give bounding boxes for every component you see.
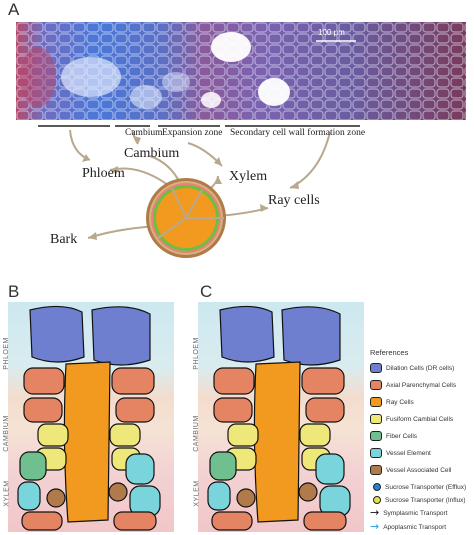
legend-label: Sucrose Transporter (Influx): [385, 496, 466, 504]
panel-b-letter: B: [8, 282, 20, 301]
micrograph: [16, 22, 466, 120]
zone-cambium-label: Cambium: [125, 128, 163, 138]
panel-a-letter: A: [8, 0, 20, 19]
cambium-label: Cambium: [124, 146, 180, 161]
transporter-dot-icon: [373, 483, 381, 491]
legend-item: Ray Cells: [370, 396, 414, 408]
panel-b-phloem-label: PHLOEM: [2, 337, 10, 370]
bark-label: Bark: [50, 232, 78, 247]
arrow-icon: →: [370, 520, 380, 533]
panel-b-xylem-label: XYLEM: [3, 480, 11, 507]
legend-label: Vessel Element: [386, 449, 431, 457]
legend-swatch: [370, 431, 382, 441]
legend-marker: Sucrose Transporter (Influx): [370, 494, 466, 506]
legend-swatch: [370, 363, 382, 373]
references-legend: References Dilation Cells (DR cells) Axia…: [370, 348, 474, 534]
legend-item: Vessel Associated Cell: [370, 464, 451, 476]
legend-label: Fiber Cells: [386, 432, 418, 440]
legend-item: Fiber Cells: [370, 430, 417, 442]
legend-label: Vessel Associated Cell: [386, 466, 452, 474]
panel-c-cambium-label: CAMBIUM: [192, 415, 200, 452]
legend-arrow: →Apoplasmic Transport: [370, 521, 446, 533]
scale-bar-label: 100 µm: [318, 28, 345, 37]
legend-label: Sucrose Transporter (Efflux): [385, 483, 467, 491]
legend-item: Axial Parenchymal Cells: [370, 379, 456, 391]
legend-swatch: [370, 448, 382, 458]
legend-label: Apoplasmic Transport: [383, 523, 447, 531]
legend-item: Vessel Element: [370, 447, 431, 459]
stem-cross-section: [146, 178, 226, 258]
legend-swatch: [370, 380, 382, 390]
xylem-label: Xylem: [229, 169, 268, 184]
ray-cells-label: Ray cells: [268, 193, 320, 208]
panel-c-diagram: [198, 302, 364, 532]
legend-label: Fusiform Cambial Cells: [386, 415, 454, 423]
arrow-icon: →: [370, 506, 380, 519]
panel-c-xylem-label: XYLEM: [193, 480, 201, 507]
legend-item: Fusiform Cambial Cells: [370, 413, 453, 425]
panel-b-diagram: [8, 302, 174, 532]
references-title: References: [370, 348, 409, 357]
legend-label: Axial Parenchymal Cells: [386, 381, 457, 389]
legend-arrow: →Symplasmic Transport: [370, 507, 448, 519]
zone-expansion-label: Expansion zone: [162, 128, 223, 138]
legend-label: Symplasmic Transport: [383, 509, 448, 517]
legend-swatch: [370, 397, 382, 407]
legend-swatch: [370, 414, 382, 424]
legend-marker: Sucrose Transporter (Efflux): [370, 481, 466, 493]
legend-item: Dilation Cells (DR cells): [370, 362, 454, 374]
panel-b-cambium-label: CAMBIUM: [2, 415, 10, 452]
panel-c-letter: C: [200, 282, 213, 301]
legend-swatch: [370, 465, 382, 475]
panel-c-phloem-label: PHLOEM: [192, 337, 200, 370]
phloem-label: Phloem: [82, 166, 125, 181]
panel-a-arrows: [38, 125, 360, 240]
legend-label: Ray Cells: [386, 398, 414, 406]
legend-label: Dilation Cells (DR cells): [386, 364, 455, 372]
zone-secondary-label: Secondary cell wall formation zone: [230, 128, 366, 138]
transporter-dot-icon: [373, 496, 381, 504]
